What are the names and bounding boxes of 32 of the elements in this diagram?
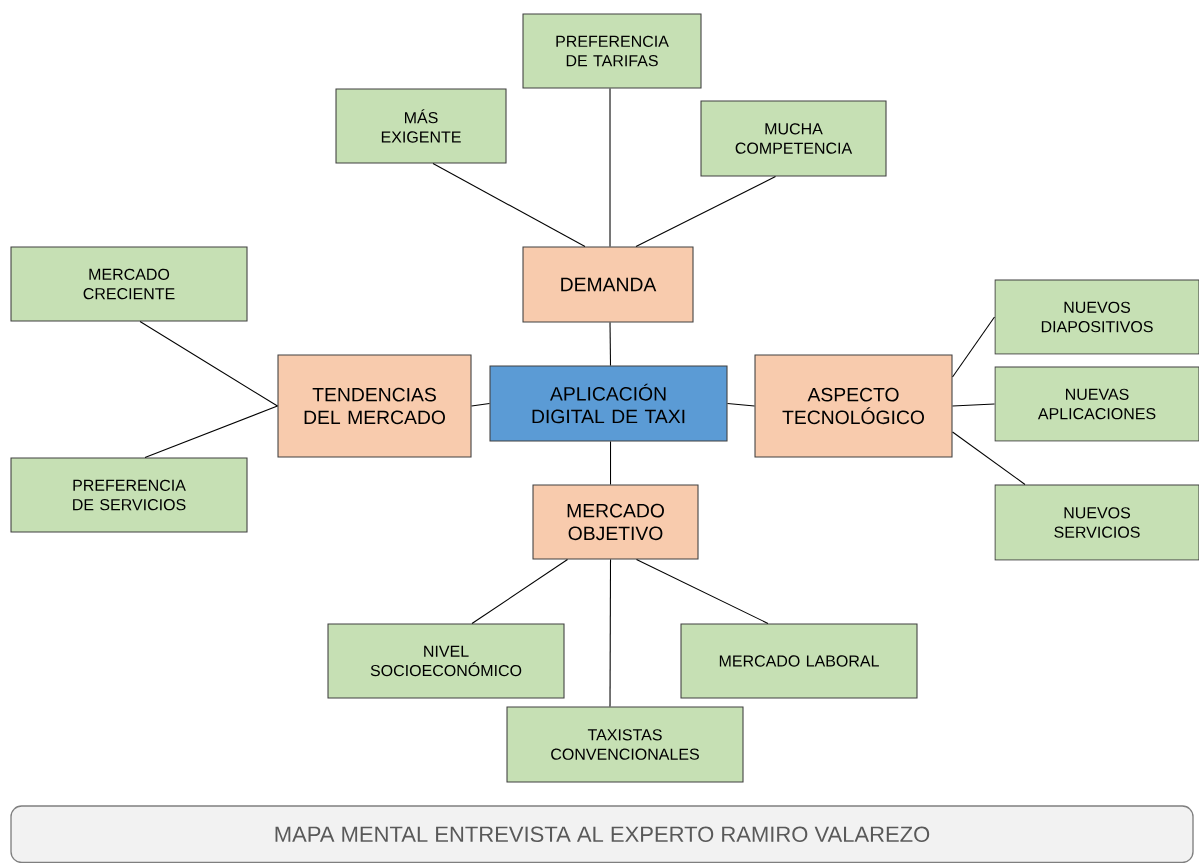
connector-line bbox=[952, 403, 995, 407]
connector-line bbox=[609, 441, 612, 485]
topic-box: MERCADO CRECIENTE bbox=[10, 246, 248, 322]
topic-box: NUEVAS APLICACIONES bbox=[994, 366, 1199, 442]
connector-line bbox=[471, 559, 569, 624]
connector-line bbox=[432, 163, 586, 247]
category-box: ASPECTO TECNOLÓGICO bbox=[754, 354, 953, 458]
topic-box: MERCADO LABORAL bbox=[680, 623, 918, 699]
connector-line bbox=[952, 316, 995, 378]
connector-line bbox=[144, 405, 278, 458]
topic-box: PREFERENCIA DE TARIFAS bbox=[522, 13, 702, 89]
connector-line bbox=[609, 88, 611, 247]
category-box: DEMANDA bbox=[522, 246, 694, 323]
connector-line bbox=[727, 402, 755, 407]
central-box: APLICACIÓN DIGITAL DE TAXI bbox=[489, 365, 728, 442]
topic-box: NUEVOS SERVICIOS bbox=[994, 484, 1199, 561]
topic-box: MÁS EXIGENTE bbox=[335, 88, 507, 164]
connector-line bbox=[635, 176, 777, 247]
connector-line bbox=[635, 559, 769, 624]
topic-box: NIVEL SOCIOECONÓMICO bbox=[327, 623, 565, 699]
caption-box: MAPA MENTAL ENTREVISTA AL EXPERTO RAMIRO VALAREZO bbox=[10, 805, 1194, 863]
connector-line bbox=[471, 402, 490, 407]
connector-line bbox=[139, 321, 278, 407]
category-box: TENDENCIAS DEL MERCADO bbox=[277, 354, 472, 458]
category-box: MERCADO OBJETIVO bbox=[532, 484, 699, 560]
topic-box: PREFERENCIA DE SERVICIOS bbox=[10, 457, 248, 533]
connector-line bbox=[952, 431, 1026, 485]
connector-line bbox=[609, 322, 612, 366]
topic-box: MUCHA COMPETENCIA bbox=[700, 100, 887, 177]
connector-line bbox=[609, 559, 612, 707]
topic-box: TAXISTAS CONVENCIONALES bbox=[506, 706, 744, 783]
topic-box: NUEVOS DIAPOSITIVOS bbox=[994, 279, 1199, 355]
